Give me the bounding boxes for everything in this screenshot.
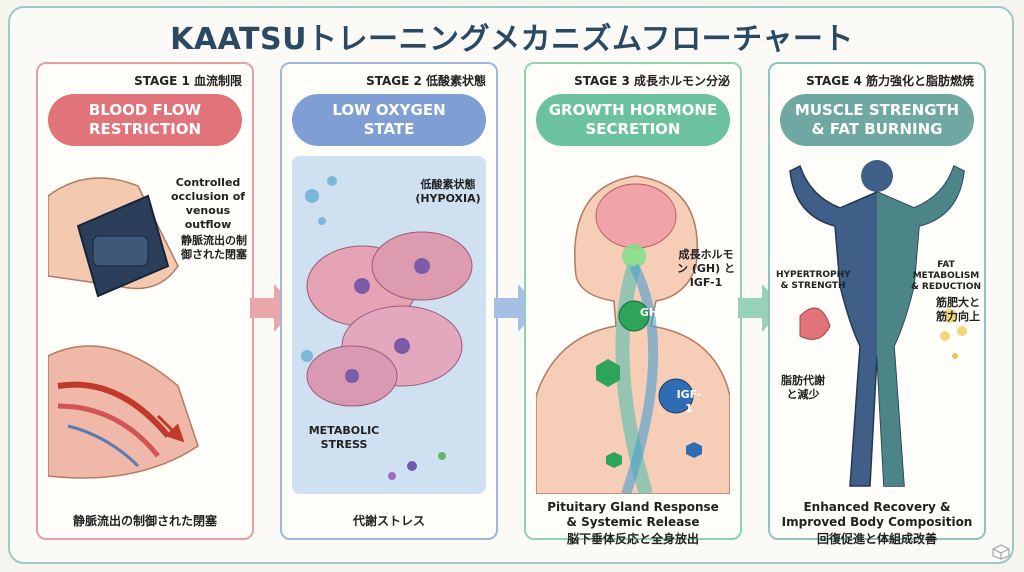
stage-3-annotation: 成長ホルモン (GH) と IGF-1	[677, 248, 735, 289]
stage-2-label: STAGE 2 低酸素状態	[366, 74, 486, 88]
stage-1-heading-line2: RESTRICTION	[88, 120, 202, 138]
stage-2-annotation-bottom: METABOLIC STRESS	[308, 424, 380, 451]
stage-1-annotation-en: Controlled occlusion of venous outflow	[170, 176, 246, 231]
stage-1-caption: 静脈流出の制御された閉塞	[72, 514, 217, 528]
stage-4-right-jp: 筋肥大と筋力向上	[936, 296, 980, 323]
stage-1-panel: STAGE 1 血流制限 BLOOD FLOW RESTRICTION Cont…	[36, 62, 254, 540]
page-title: KAATSUトレーニングメカニズムフローチャート	[170, 22, 854, 57]
stage-4-caption-line2: Improved Body Composition	[781, 515, 973, 529]
stage-4-heading-line2: & FAT BURNING	[811, 120, 943, 138]
stage-3-panel: STAGE 3 成長ホルモン分泌 GROWTH HORMONE SECRETIO…	[524, 62, 742, 546]
stage-2-heading-line2: STATE	[363, 120, 415, 138]
stage-2-heading: LOW OXYGEN STATE	[292, 94, 486, 146]
stage-4-caption-line1: Enhanced Recovery &	[803, 500, 951, 514]
stage-2-heading-line1: LOW OXYGEN	[332, 101, 446, 119]
stage-4-right-annotation: FAT METABOLISM & REDUCTION	[910, 260, 982, 292]
stage-4-panel: STAGE 4 筋力強化と脂肪燃焼 MUSCLE STRENGTH & FAT …	[768, 62, 986, 546]
stage-4-heading: MUSCLE STRENGTH & FAT BURNING	[780, 94, 974, 146]
brain-hormone-illustration	[536, 175, 730, 494]
stage-1-annotation-jp: 静脈流出の制御された閉塞	[181, 234, 247, 261]
hypoxic-cells-illustration	[292, 156, 486, 494]
gh-label: GH	[639, 306, 659, 319]
stage-2-annotation-top: 低酸素状態 (HYPOXIA)	[415, 178, 481, 205]
stage-1-heading-line1: BLOOD FLOW	[88, 101, 202, 119]
stage-3-caption-line3: 脳下垂体反応と全身放出	[566, 532, 699, 546]
stage-3-heading-line2: SECRETION	[585, 120, 681, 138]
stage-3-label: STAGE 3 成長ホルモン分泌	[574, 74, 730, 88]
stage-1-heading: BLOOD FLOW RESTRICTION	[48, 94, 242, 146]
muscular-body-illustration	[789, 160, 967, 487]
stage-3-heading-line1: GROWTH HORMONE	[548, 101, 718, 119]
stage-3-heading: GROWTH HORMONE SECRETION	[536, 94, 730, 146]
cube-logo-icon	[992, 544, 1010, 560]
stage-4-caption-line3: 回復促進と体組成改善	[816, 532, 937, 546]
stage-3-caption-line2: & Systemic Release	[566, 515, 700, 529]
stage-2-panel: STAGE 2 低酸素状態 LOW OXYGEN STATE 低酸素状態 (HY…	[280, 62, 498, 540]
stage-4-left-jp: 脂肪代謝と減少	[781, 374, 825, 401]
stage-4-heading-line1: MUSCLE STRENGTH	[794, 101, 960, 119]
stage-1-label: STAGE 1 血流制限	[134, 74, 242, 88]
stage-4-left-annotation: HYPERTROPHY & STRENGTH	[776, 270, 851, 291]
stage-4-label: STAGE 4 筋力強化と脂肪燃焼	[806, 74, 974, 88]
arm-cuff-illustration	[48, 177, 199, 479]
stage-2-caption: 代謝ストレス	[352, 514, 425, 528]
stage-3-caption-line1: Pituitary Gland Response	[547, 500, 719, 514]
igf-label: IGF-1	[676, 388, 702, 415]
